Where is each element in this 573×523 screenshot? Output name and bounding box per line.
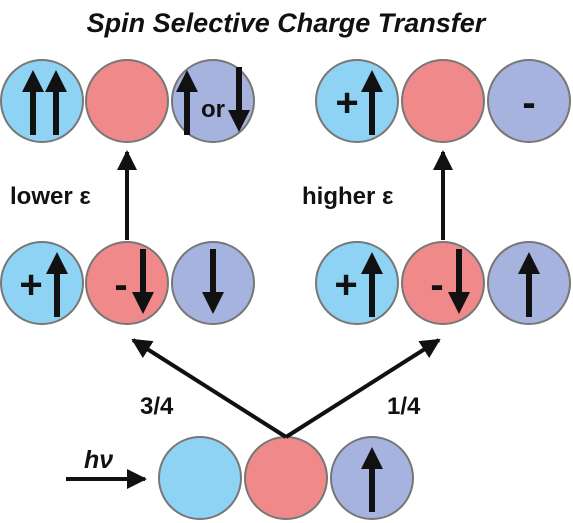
spin-up-arrow-icon xyxy=(45,70,67,135)
spin-up-arrow-icon xyxy=(518,252,540,317)
spin-down-arrow-icon xyxy=(228,67,250,132)
radical-circle xyxy=(487,59,571,143)
spin-down-arrow-icon xyxy=(202,249,224,314)
donor-circle xyxy=(315,59,399,143)
donor-circle xyxy=(0,241,84,325)
minus-charge: - xyxy=(522,81,535,125)
spin-down-arrow-icon xyxy=(448,249,470,314)
spin-up-arrow-icon xyxy=(361,70,383,135)
spin-up-arrow-icon xyxy=(361,447,383,512)
state-middle-right: + - xyxy=(315,241,571,325)
state-middle-left: + - xyxy=(0,241,255,325)
excitation-label: hν xyxy=(84,446,113,474)
plus-charge: + xyxy=(19,263,42,307)
minus-charge: - xyxy=(114,263,127,307)
higher-epsilon-label: higher ε xyxy=(302,183,393,210)
state-top-right: + - xyxy=(315,59,571,143)
lower-epsilon-label: lower ε xyxy=(10,183,91,210)
donor-circle xyxy=(315,241,399,325)
state-bottom xyxy=(158,436,414,520)
spin-up-arrow-icon xyxy=(46,252,68,317)
spin-up-arrow-icon xyxy=(22,70,44,135)
plus-charge: + xyxy=(334,263,357,307)
spin-down-arrow-icon xyxy=(132,249,154,314)
minus-charge: - xyxy=(430,263,443,307)
donor-circle xyxy=(158,436,242,520)
or-text: or xyxy=(201,96,225,123)
donor-circle xyxy=(0,59,84,143)
spin-up-arrow-icon xyxy=(176,70,198,135)
radical-circle xyxy=(171,59,255,143)
fraction-right-label: 1/4 xyxy=(387,393,421,420)
state-top-left: or xyxy=(0,59,255,143)
acceptor-circle xyxy=(244,436,328,520)
reaction-arrow-icon xyxy=(131,338,288,439)
reaction-arrow-icon xyxy=(284,338,441,439)
plus-charge: + xyxy=(335,81,358,125)
page-title: Spin Selective Charge Transfer xyxy=(87,8,487,38)
fraction-left-label: 3/4 xyxy=(140,393,174,420)
acceptor-circle xyxy=(85,59,169,143)
acceptor-circle xyxy=(401,59,485,143)
spin-up-arrow-icon xyxy=(361,252,383,317)
